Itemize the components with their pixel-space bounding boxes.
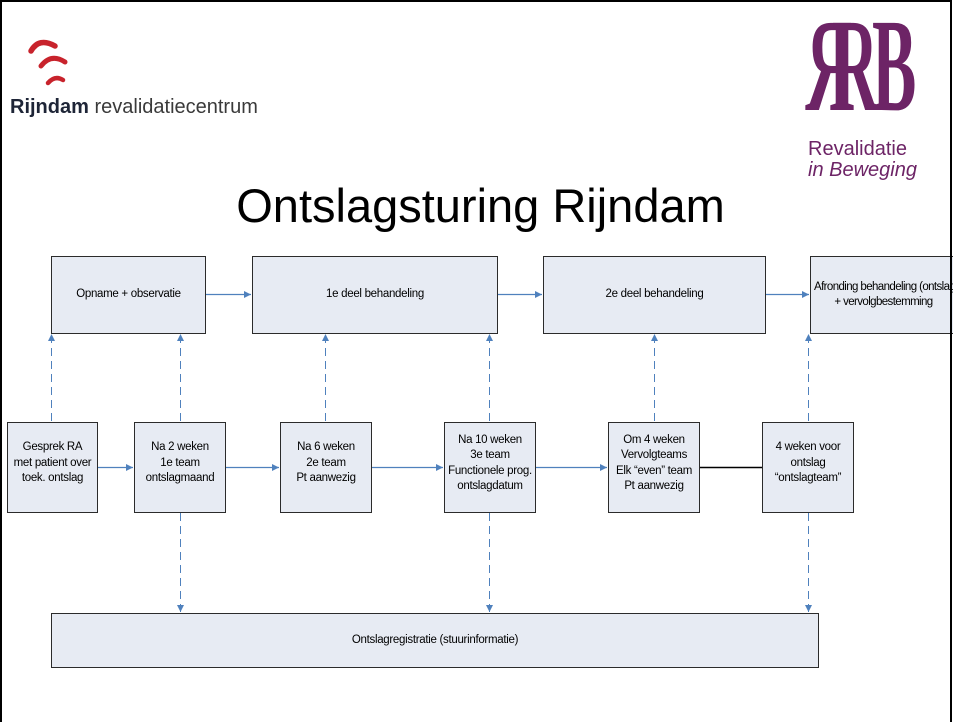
moment-box-10-weken: Na 10 weken 3e team Functionele prog. on… (444, 422, 536, 513)
rijndam-wordmark-subtitle: revalidatiecentrum (94, 96, 258, 118)
moment-label-line: Functionele prog. (448, 464, 532, 477)
rijndam-arc-middle (38, 55, 68, 69)
moment-label-line: met patient over (13, 456, 92, 469)
rib-tagline-line2: in Beweging (808, 159, 917, 181)
registration-box: Ontslagregistratie (stuurinformatie) (51, 613, 819, 668)
rijndam-arc-top (28, 39, 58, 54)
rijndam-wordmark-name: Rijndam (10, 96, 89, 118)
moment-label-line: Om 4 weken (623, 433, 685, 446)
phase-box-opname: Opname + observatie (51, 256, 206, 334)
moment-label-line: 3e team (470, 449, 510, 461)
moment-label-line: Pt aanwezig (624, 480, 684, 492)
moment-label-line: 2e team (306, 456, 346, 469)
phase-label: 2e deel behandeling (605, 288, 704, 301)
phase-label: 1e deel behandeling (326, 288, 424, 301)
moment-label-line: Na 6 weken (297, 441, 355, 454)
moment-label-line: Vervolgteams (620, 449, 688, 461)
rib-monogram-letter-mirrored: R (805, 15, 852, 115)
moment-box-6-weken: Na 6 weken 2e team Pt aanwezig (280, 422, 372, 513)
moment-label-line: toek. ontslag (21, 472, 84, 485)
moment-label-line: ontslagmaand (145, 472, 215, 485)
moment-label-line: “ontslagteam” (774, 472, 842, 485)
moment-box-ontslagteam: 4 weken voor ontslag “ontslagteam” (762, 422, 854, 513)
rijndam-wordmark: Rijndam revalidatiecentrum (10, 96, 258, 118)
moment-label-line: 4 weken voor (775, 441, 841, 454)
moment-box-2-weken: Na 2 weken 1e team ontslagmaand (134, 422, 226, 513)
rijndam-arcs-icon (28, 39, 68, 86)
moment-label-line: ontslagdatum (457, 480, 523, 492)
moment-label-line: Na 2 weken (151, 441, 209, 454)
phase-label: + vervolgbestemming (834, 296, 933, 308)
phase-label: Opname + observatie (76, 288, 181, 301)
moment-label-line: 1e team (160, 456, 200, 469)
moment-label-line: ontslag (790, 456, 826, 469)
moment-box-vervolgteams: Om 4 weken Vervolgteams Elk “even” team … (608, 422, 700, 513)
rib-monogram-letter: B (872, 15, 916, 115)
phase-box-deel1: 1e deel behandeling (252, 256, 498, 334)
phase-box-afronding: Afronding behandeling (ontslag + vervolg… (810, 256, 953, 334)
moment-label-line: Gesprek RA (22, 441, 83, 454)
moment-label-line: Pt aanwezig (296, 472, 356, 485)
moment-label-line: Na 10 weken (458, 433, 522, 446)
phase-box-deel2: 2e deel behandeling (543, 256, 766, 334)
rib-tagline-line1: Revalidatie (808, 138, 907, 160)
phase-label: Afronding behandeling (ontslag (814, 280, 953, 293)
rijndam-arc-bottom (45, 75, 66, 86)
moment-label-line: Elk “even” team (615, 464, 693, 477)
moment-box-gesprek: Gesprek RA met patient over toek. ontsla… (7, 422, 98, 513)
registration-label: Ontslagregistratie (stuurinformatie) (351, 633, 519, 646)
rib-monogram-icon: R R B (805, 15, 916, 115)
rib-tagline: Revalidatie in Beweging (808, 139, 917, 181)
rib-monogram-letter: R (832, 15, 879, 115)
slide-title: Ontslagsturing Rijndam (236, 179, 725, 232)
